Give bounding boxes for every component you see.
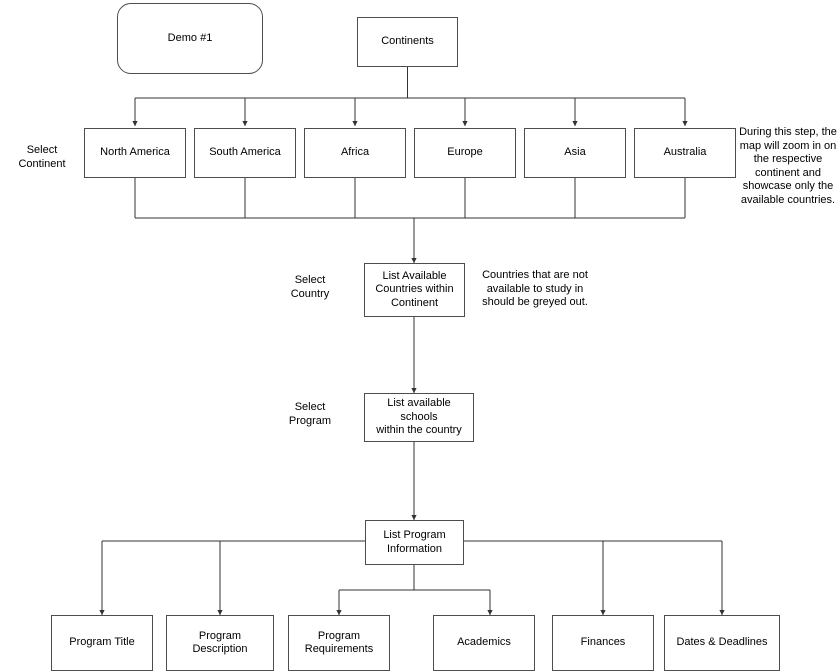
node-continent-south-america[interactable]: South America bbox=[194, 128, 296, 178]
node-academics[interactable]: Academics bbox=[433, 615, 535, 671]
node-continent-africa[interactable]: Africa bbox=[304, 128, 406, 178]
node-list-schools[interactable]: List available schools within the countr… bbox=[364, 393, 474, 442]
node-continent-north-america[interactable]: North America bbox=[84, 128, 186, 178]
node-list-countries[interactable]: List Available Countries within Continen… bbox=[364, 263, 465, 317]
demo-title-box: Demo #1 bbox=[117, 3, 263, 74]
node-continent-europe[interactable]: Europe bbox=[414, 128, 516, 178]
stage-label-select-continent: Select Continent bbox=[18, 144, 66, 170]
node-dates-deadlines[interactable]: Dates & Deadlines bbox=[664, 615, 780, 671]
stage-label-select-program: Select Program bbox=[288, 401, 332, 427]
node-list-program-information[interactable]: List Program Information bbox=[365, 520, 464, 565]
node-program-requirements[interactable]: Program Requirements bbox=[288, 615, 390, 671]
node-program-description[interactable]: Program Description bbox=[166, 615, 274, 671]
node-finances[interactable]: Finances bbox=[552, 615, 654, 671]
node-continents[interactable]: Continents bbox=[357, 17, 458, 67]
node-continent-asia[interactable]: Asia bbox=[524, 128, 626, 178]
stage-label-select-country: Select Country bbox=[290, 274, 330, 300]
node-continent-australia[interactable]: Australia bbox=[634, 128, 736, 178]
node-program-title[interactable]: Program Title bbox=[51, 615, 153, 671]
note-country-greyed-out: Countries that are not available to stud… bbox=[482, 269, 588, 308]
note-continent-zoom: During this step, the map will zoom in o… bbox=[739, 126, 837, 206]
